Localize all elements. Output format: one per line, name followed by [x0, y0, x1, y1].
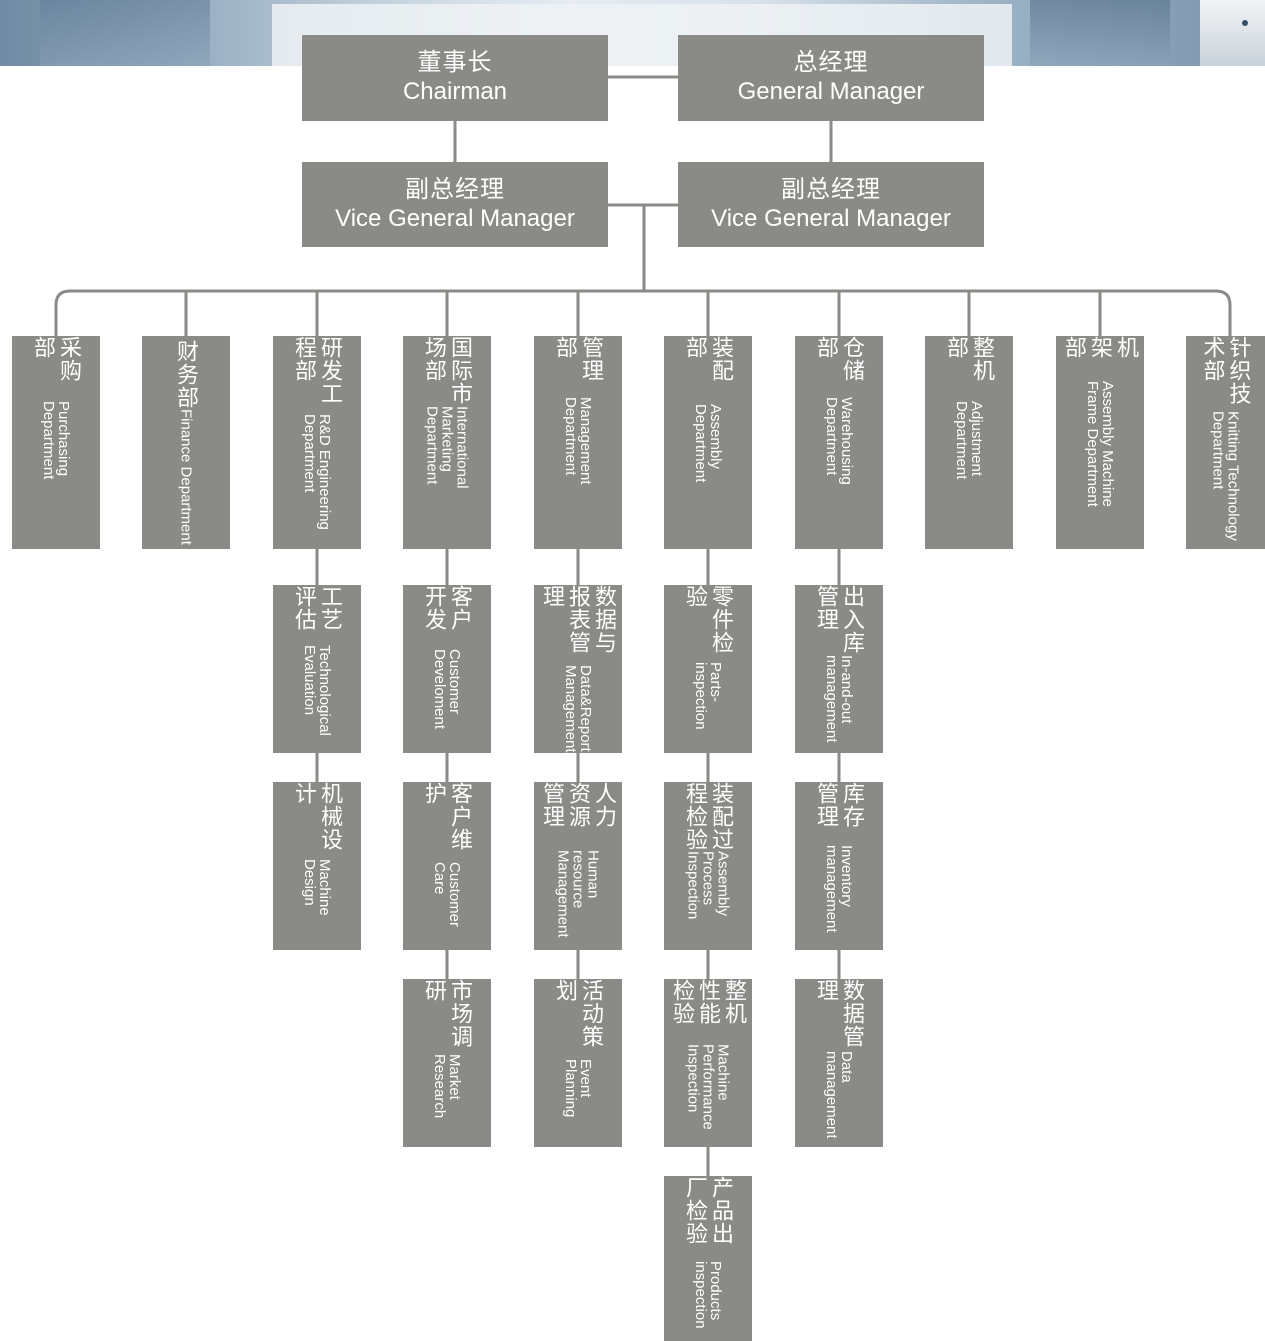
department-frame-zh: 机架部 [1062, 336, 1139, 359]
subunit-event-planning: 活动策划 Event Planning [534, 979, 622, 1147]
subunit-zh: 机械设计 [292, 782, 343, 851]
subunit-en: Data management [823, 1050, 855, 1139]
subunit-en: Human resource Management [554, 850, 602, 938]
subunit-machine-performance-inspection: 整机性能检验 Machine Performance Inspection [664, 979, 752, 1147]
department-adjustment-en: Adjustment Department [953, 400, 985, 480]
subunit-data-report-management: 数据与报表管理 Data&Report Management [534, 585, 622, 753]
subunit-zh: 库存管理 [814, 782, 865, 828]
banner-machine-image [1200, 0, 1265, 66]
department-assembly-zh: 装配部 [683, 336, 734, 382]
banner-machine-detail [1242, 20, 1248, 26]
subunit-en: Inventory management [823, 844, 855, 933]
subunit-en: Event Planning [562, 1059, 594, 1118]
subunit-customer-care: 客户维护 Customer Care [403, 782, 491, 950]
department-warehousing: 仓储部 Warehousing Department [795, 336, 883, 549]
subunit-zh: 活动策划 [553, 979, 604, 1048]
vgm-right-label-zh: 副总经理 [781, 175, 881, 203]
subunit-inventory-management: 库存管理 Inventory management [795, 782, 883, 950]
general-manager-label-zh: 总经理 [793, 49, 869, 76]
subunit-zh: 市场调研 [422, 979, 473, 1048]
vgm-right-label-en: Vice General Manager [711, 204, 951, 232]
subunit-zh: 数据管理 [814, 979, 865, 1048]
subunit-en: Products inspection [692, 1260, 724, 1329]
subunit-en: Market Research [431, 1053, 463, 1119]
banner-shade-left [40, 0, 210, 66]
subunit-zh: 人力资源管理 [540, 782, 617, 828]
department-intl-zh: 国际市场部 [422, 336, 473, 405]
vgm-left-label-zh: 副总经理 [405, 175, 505, 203]
banner-shade-right [1030, 0, 1170, 66]
department-purchasing: 采购部 Purchasing Department [12, 336, 100, 549]
department-frame-en: Assembly Machine Frame Department [1084, 381, 1116, 508]
subunit-market-research: 市场调研 Market Research [403, 979, 491, 1147]
subunit-zh: 数据与报表管理 [540, 585, 617, 654]
subunit-en: In-and-out management [823, 655, 855, 743]
chairman-label-en: Chairman [402, 78, 508, 105]
vgm-left-label-en: Vice General Manager [335, 204, 575, 232]
subunit-products-inspection: 产品出厂检验 Products inspection [664, 1176, 752, 1341]
department-mgmt-en: Management Department [562, 397, 594, 486]
department-assembly: 装配部 Assembly Department [664, 336, 752, 549]
subunit-en: Machine Design [301, 859, 333, 917]
department-finance-zh: 财务部 [174, 340, 199, 410]
department-adjustment: 整机部 Adjustment Department [925, 336, 1013, 549]
department-purchasing-en: Purchasing Department [40, 400, 72, 480]
subunit-en: Customer Care [431, 861, 463, 927]
general-manager-box: 总经理 General Manager [678, 35, 984, 121]
subunit-zh: 装配过程检验 [683, 782, 734, 851]
subunit-customer-development: 客户开发 Customer Develoment [403, 585, 491, 753]
subunit-zh: 产品出厂检验 [683, 1176, 734, 1245]
department-adjustment-zh: 整机部 [944, 336, 995, 382]
general-manager-label-en: General Manager [737, 78, 925, 105]
subunit-en: Parts-inspection [692, 662, 724, 730]
subunit-zh: 出入库管理 [814, 585, 865, 654]
department-knitting-en: Knitting Technology Department [1209, 410, 1242, 541]
subunit-en: Technological Evaluation [301, 645, 333, 737]
chairman-label-zh: 董事长 [417, 49, 493, 76]
department-purchasing-zh: 采购部 [31, 336, 82, 382]
department-intl-en: International Marketing Department [423, 405, 471, 489]
subunit-zh: 工艺评估 [292, 585, 343, 631]
subunit-zh: 零件检验 [683, 585, 734, 654]
department-warehousing-zh: 仓储部 [814, 336, 865, 382]
department-rd-en: R&D Engineering Department [301, 414, 333, 531]
subunit-zh: 整机性能检验 [670, 979, 747, 1025]
connector-department-bus [54, 289, 1232, 336]
department-assembly-en: Assembly Department [692, 403, 724, 483]
subunit-parts-inspection: 零件检验 Parts-inspection [664, 585, 752, 753]
subunit-human-resource-management: 人力资源管理 Human resource Management [534, 782, 622, 950]
chairman-box: 董事长 Chairman [302, 35, 608, 121]
subunit-machine-design: 机械设计 Machine Design [273, 782, 361, 950]
department-mgmt-zh: 管理部 [553, 336, 604, 382]
vice-general-manager-left-box: 副总经理 Vice General Manager [302, 162, 608, 247]
department-machine-frame: 机架部 Assembly Machine Frame Department [1056, 336, 1144, 549]
subunit-en: Data&Report Management [562, 664, 594, 753]
subunit-technological-evaluation: 工艺评估 Technological Evaluation [273, 585, 361, 753]
department-knitting-zh: 针织技术部 [1200, 336, 1252, 405]
department-finance-en: Finance Department [177, 409, 195, 545]
subunit-en: Customer Develoment [431, 649, 463, 730]
vice-general-manager-right-box: 副总经理 Vice General Manager [678, 162, 984, 247]
subunit-zh: 客户开发 [422, 585, 473, 631]
department-rd-zh: 研发工程部 [292, 336, 343, 405]
department-rd-engineering: 研发工程部 R&D Engineering Department [273, 336, 361, 549]
department-knitting-technology: 针织技术部 Knitting Technology Department [1186, 336, 1265, 549]
subunit-zh: 客户维护 [422, 782, 473, 851]
subunit-en: Assembly Process Inspection [684, 851, 732, 920]
subunit-en: Machine Performance Inspection [684, 1043, 732, 1130]
department-management: 管理部 Management Department [534, 336, 622, 549]
department-warehousing-en: Warehousing Department [823, 397, 855, 486]
